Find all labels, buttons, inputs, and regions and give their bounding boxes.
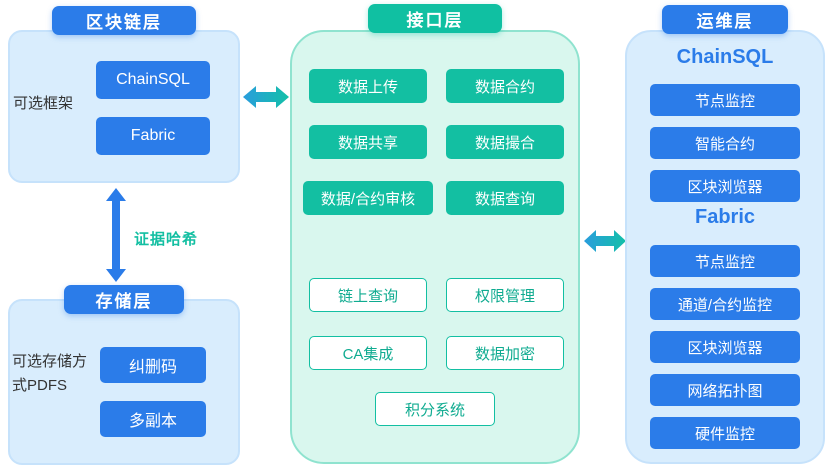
node-chainsql: ChainSQL [96, 61, 210, 99]
interface-ops-double-arrow-icon [584, 230, 626, 252]
node-data-contract: 数据合约 [446, 69, 564, 103]
node-data-upload: 数据上传 [309, 69, 427, 103]
node-fabric-hardware-monitor: 硬件监控 [650, 417, 800, 449]
ops-group-chainsql-heading: ChainSQL [676, 46, 774, 68]
node-permission-management: 权限管理 [446, 278, 564, 312]
node-fabric-channel-contract-monitor: 通道/合约监控 [650, 288, 800, 320]
storage-mode-label: 可选存储方式PDFS [12, 353, 88, 394]
node-ca-integration: CA集成 [309, 336, 427, 370]
ops-group-fabric-heading: Fabric [694, 206, 756, 228]
node-chainsql-block-explorer: 区块浏览器 [650, 170, 800, 202]
blockchain-framework-label: 可选框架 [13, 95, 74, 112]
node-fabric: Fabric [96, 117, 210, 155]
node-fabric-block-explorer: 区块浏览器 [650, 331, 800, 363]
blockchain-layer-title-badge: 区块链层 [52, 6, 196, 35]
node-chainsql-node-monitor: 节点监控 [650, 84, 800, 116]
ops-layer-title-badge: 运维层 [662, 5, 788, 34]
node-multi-replica: 多副本 [100, 401, 206, 437]
node-chainsql-smart-contract: 智能合约 [650, 127, 800, 159]
node-data-matching: 数据撮合 [446, 125, 564, 159]
node-data-query: 数据查询 [446, 181, 564, 215]
node-fabric-node-monitor: 节点监控 [650, 245, 800, 277]
storage-layer-title-badge: 存储层 [64, 285, 184, 314]
node-erasure-code: 纠删码 [100, 347, 206, 383]
node-data-encryption: 数据加密 [446, 336, 564, 370]
node-onchain-query: 链上查询 [309, 278, 427, 312]
node-data-contract-review: 数据/合约审核 [303, 181, 433, 215]
evidence-hash-label: 证据哈希 [134, 231, 199, 248]
blockchain-interface-double-arrow-icon [243, 86, 289, 108]
evidence-hash-double-arrow-icon [106, 188, 126, 282]
node-fabric-network-topology: 网络拓扑图 [650, 374, 800, 406]
node-data-sharing: 数据共享 [309, 125, 427, 159]
interface-layer-title-badge: 接口层 [368, 4, 502, 33]
node-points-system: 积分系统 [375, 392, 495, 426]
